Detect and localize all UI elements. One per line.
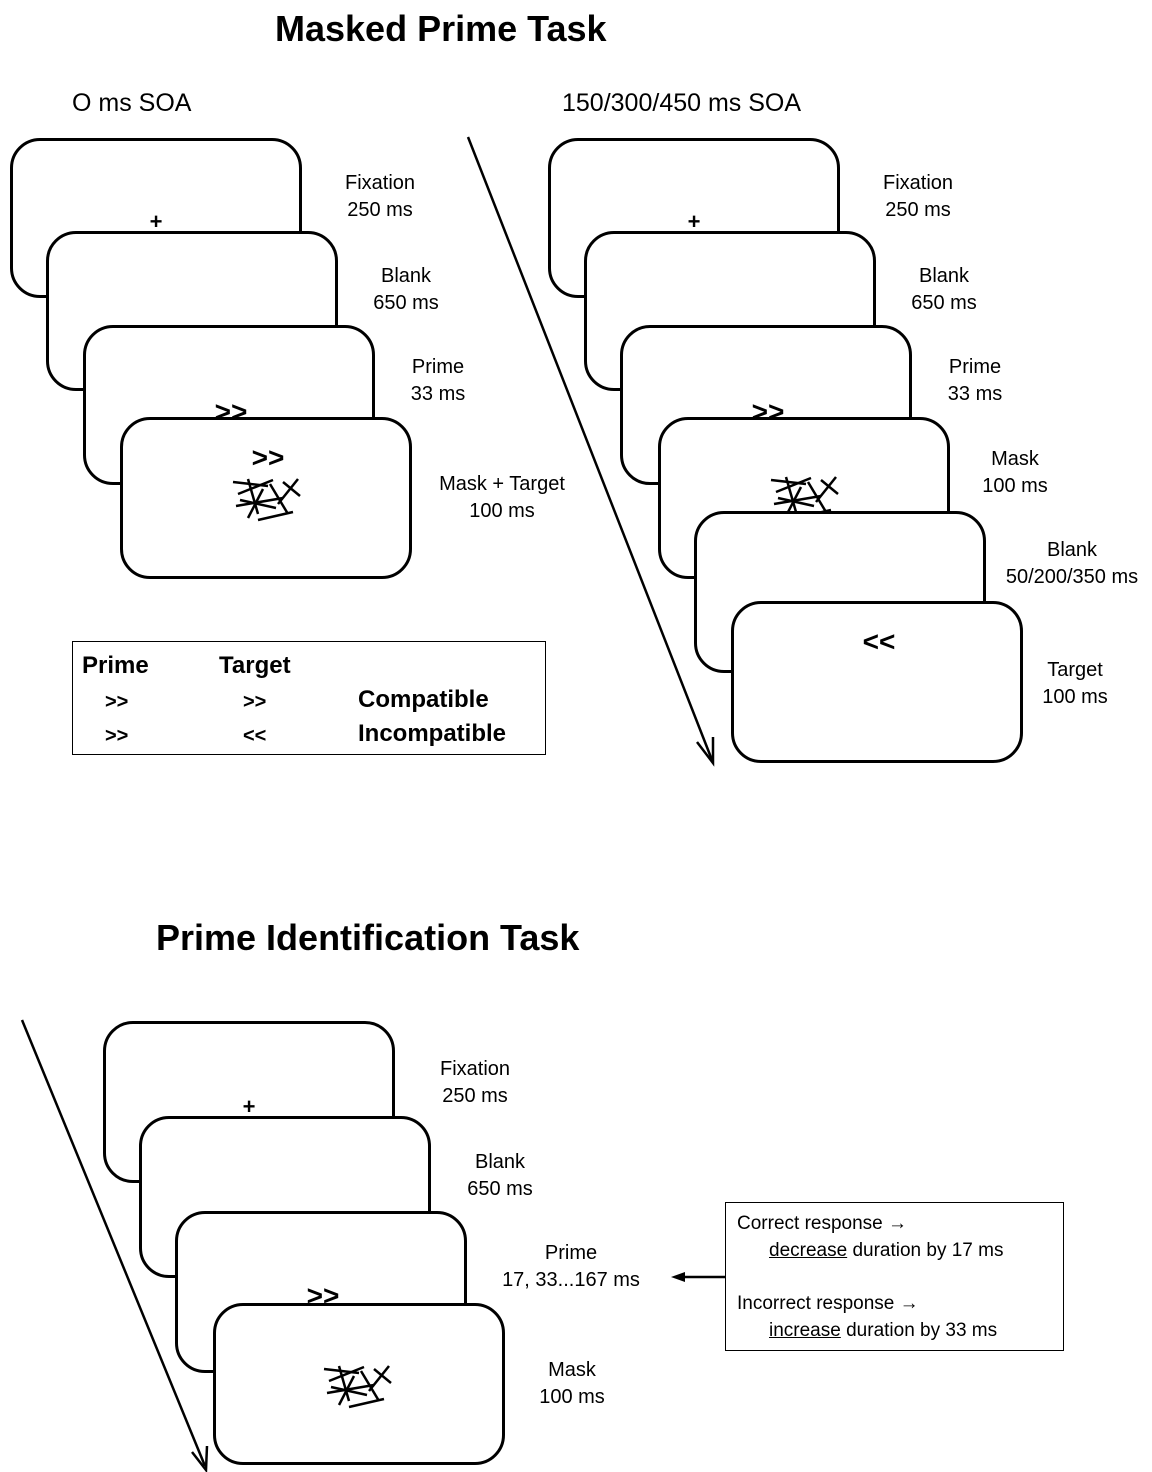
label-mask: Mask 100 ms (517, 1357, 627, 1411)
time-arrow-bottom (20, 1019, 207, 1467)
label-target-duration: 100 ms (1042, 686, 1108, 708)
note-decrease-word: decrease (769, 1240, 848, 1261)
label-prime: Prime 17, 33...167 ms (486, 1240, 656, 1294)
time-arrow-right-head (696, 737, 715, 767)
masked-prime-title: Masked Prime Task (275, 8, 607, 49)
screen-mask (213, 1303, 505, 1465)
legend-row2-prime: >> (105, 725, 129, 747)
target-arrows: >> (251, 442, 285, 473)
target-arrows: << (862, 626, 896, 657)
note-correct-rest: duration by 17 ms (852, 1240, 1004, 1261)
label-blank-duration: 650 ms (373, 292, 439, 314)
label-fixation-duration: 250 ms (347, 199, 413, 221)
fixation-cross: + (242, 1094, 256, 1119)
label-blank-soa-duration: 50/200/350 ms (1005, 566, 1139, 588)
left-subtitle: O ms SOA (72, 89, 192, 117)
label-mask-name: Mask (548, 1359, 596, 1381)
prime-id-title: Prime Identification Task (156, 917, 580, 958)
label-mask-name: Mask (991, 448, 1039, 470)
staircase-note-box: Correct response → decrease duration by … (725, 1202, 1064, 1351)
label-fixation-duration: 250 ms (442, 1085, 508, 1107)
note-arrowhead (671, 1272, 685, 1282)
label-blank: Blank 650 ms (351, 263, 461, 317)
note-incorrect-action: increase duration by 33 ms (769, 1320, 997, 1342)
label-fixation: Fixation 250 ms (863, 170, 973, 224)
label-blank-name: Blank (380, 265, 432, 287)
right-subtitle: 150/300/450 ms SOA (562, 89, 802, 117)
legend-row1-label: Compatible (358, 686, 489, 713)
label-fixation-name: Fixation (882, 172, 954, 194)
fixation-cross: + (687, 209, 701, 234)
label-prime-name: Prime (948, 356, 1002, 378)
label-mask-target-name: Mask + Target (439, 473, 565, 495)
label-target: Target 100 ms (1020, 657, 1130, 711)
time-arrow-right (466, 136, 714, 761)
label-blank-duration: 650 ms (911, 292, 977, 314)
label-blank: Blank 650 ms (445, 1149, 555, 1203)
label-target-name: Target (1047, 659, 1103, 681)
label-blank-name: Blank (474, 1151, 526, 1173)
label-prime: Prime 33 ms (920, 354, 1030, 408)
label-mask-duration: 100 ms (982, 475, 1048, 497)
note-increase-word: increase (769, 1320, 841, 1341)
note-incorrect-rest: duration by 33 ms (846, 1320, 998, 1341)
screen-target: << (731, 601, 1023, 763)
label-blank-name: Blank (918, 265, 970, 287)
mask-scribble-icon (232, 478, 301, 522)
label-blank-duration: 650 ms (467, 1178, 533, 1200)
label-fixation: Fixation 250 ms (325, 170, 435, 224)
label-prime-duration: 33 ms (410, 383, 466, 405)
label-prime-duration: 33 ms (947, 383, 1003, 405)
label-fixation: Fixation 250 ms (420, 1056, 530, 1110)
screen-mask-target: >> (120, 417, 412, 579)
label-mask-target-duration: 100 ms (469, 500, 535, 522)
label-fixation-duration: 250 ms (885, 199, 951, 221)
label-prime: Prime 33 ms (383, 354, 493, 408)
label-mask: Mask 100 ms (960, 446, 1070, 500)
label-blank: Blank 650 ms (889, 263, 999, 317)
legend-header-target: Target (219, 652, 291, 679)
note-incorrect-line: Incorrect response → (737, 1293, 919, 1314)
label-blank-soa: Blank 50/200/350 ms (994, 537, 1150, 591)
label-prime-name: Prime (544, 1242, 598, 1264)
label-prime-duration: 17, 33...167 ms (502, 1269, 640, 1291)
label-fixation-name: Fixation (344, 172, 416, 194)
time-arrow-bottom-head (191, 1445, 209, 1472)
legend-row1-prime: >> (105, 691, 129, 713)
fixation-cross: + (149, 209, 163, 234)
legend-header-prime: Prime (82, 652, 149, 679)
label-blank-soa-name: Blank (1046, 539, 1098, 561)
legend-row1-target: >> (243, 691, 267, 713)
legend-row2-label: Incompatible (358, 720, 507, 747)
legend-row2-target: << (243, 725, 267, 747)
note-correct-line: Correct response → (737, 1213, 908, 1234)
label-prime-name: Prime (411, 356, 465, 378)
note-correct-action: decrease duration by 17 ms (769, 1240, 1003, 1262)
compatibility-legend: Prime Target >> >> Compatible >> << Inco… (72, 641, 546, 755)
label-mask-duration: 100 ms (539, 1386, 605, 1408)
label-mask-target: Mask + Target 100 ms (422, 471, 582, 525)
mask-scribble-icon (323, 1365, 392, 1409)
label-fixation-name: Fixation (439, 1058, 511, 1080)
